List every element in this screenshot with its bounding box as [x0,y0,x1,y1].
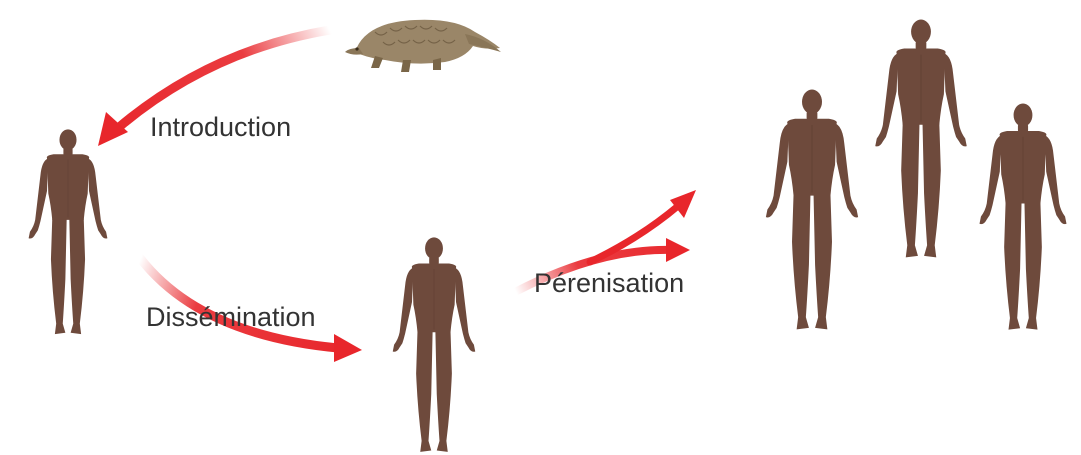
perennisation-label: Pérenisation [534,268,684,298]
second-human-icon [393,237,476,452]
introduction-label: Introduction [150,112,291,142]
population-human-icon-1 [766,90,858,330]
dissemination-label: Dissémination [146,302,316,332]
population-human-icon-2 [875,20,967,258]
first-human-icon [29,129,108,334]
population-human-icon-3 [980,103,1067,329]
pangolin-icon [345,20,501,72]
